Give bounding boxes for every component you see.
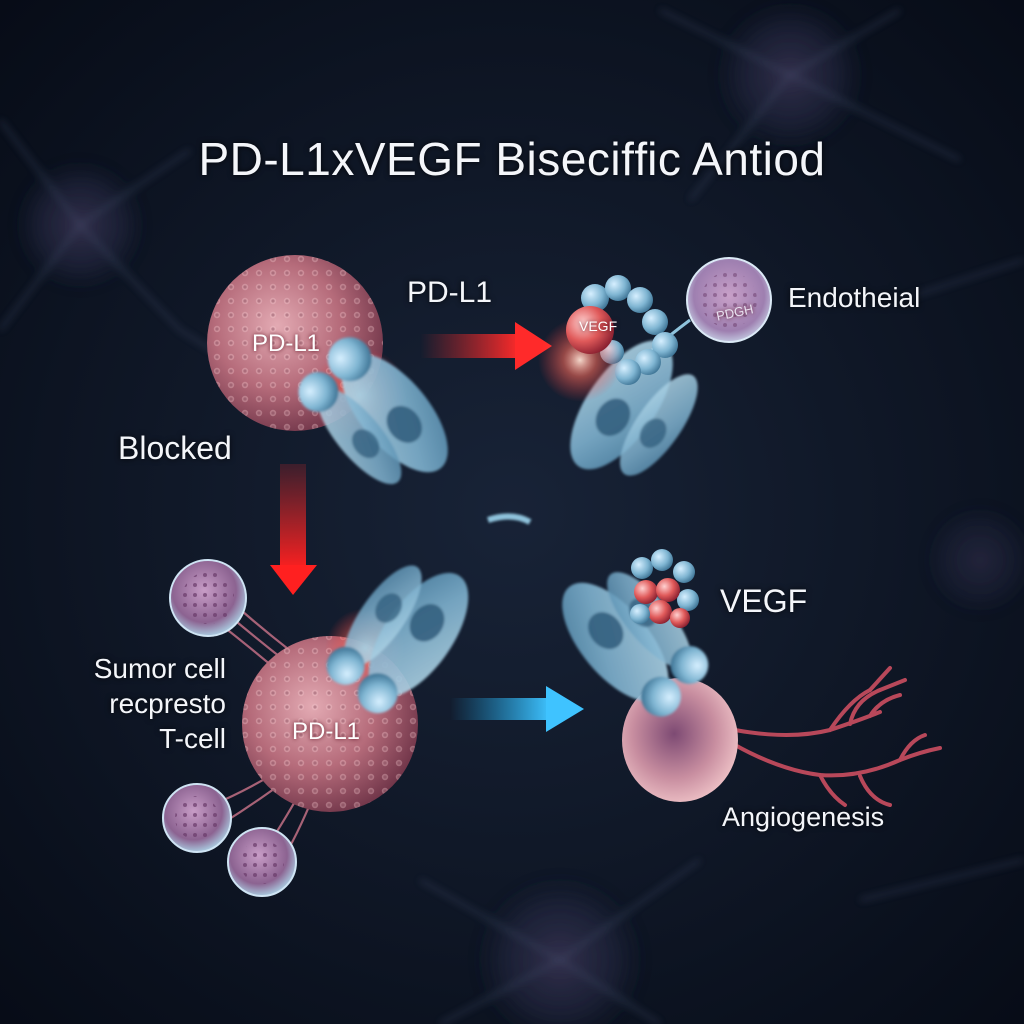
cell-label-pd-l1-bottom: PD-L1 [292, 718, 361, 745]
antibody-arm-lower-left [326, 565, 469, 714]
vegf-cluster-right [630, 549, 699, 628]
label-sumor-line: recpresto [109, 688, 226, 719]
t-cell-bottom-right [227, 827, 297, 897]
bispecific-antibody [298, 337, 709, 717]
red-arrow-down-icon [270, 464, 317, 595]
label-endotheial: Endotheial [788, 282, 921, 313]
cell-label-pd-l1-top: PD-L1 [252, 330, 321, 357]
t-cell-bottom-left [162, 783, 232, 853]
label-sumor-line: Sumor cell [93, 653, 226, 684]
red-arrow-right-icon [420, 322, 552, 370]
label-sumor-cell-group: Sumor cell recpresto T-cell [94, 651, 226, 756]
vegf-bead-chain-top [538, 275, 678, 402]
vegf-bead [566, 306, 614, 354]
label-sumor-line: T-cell [159, 723, 226, 754]
label-angiogenesis: Angiogenesis [722, 802, 885, 832]
tumor-cell-top [207, 255, 408, 443]
cell-label-vegf: VEGF [579, 318, 618, 334]
label-blocked: Blocked [118, 430, 232, 466]
label-pd-l1: PD-L1 [407, 276, 493, 309]
t-cell-top [169, 559, 247, 637]
diagram-title: PD-L1xVEGF Bisecifﬁc Antiod [198, 133, 826, 185]
antibody-arm-upper-left [298, 337, 448, 485]
antibody-arm-lower-right [562, 572, 709, 717]
blue-arrow-right-icon [450, 686, 584, 732]
label-vegf: VEGF [720, 583, 808, 619]
endothelial-cell [651, 257, 772, 352]
